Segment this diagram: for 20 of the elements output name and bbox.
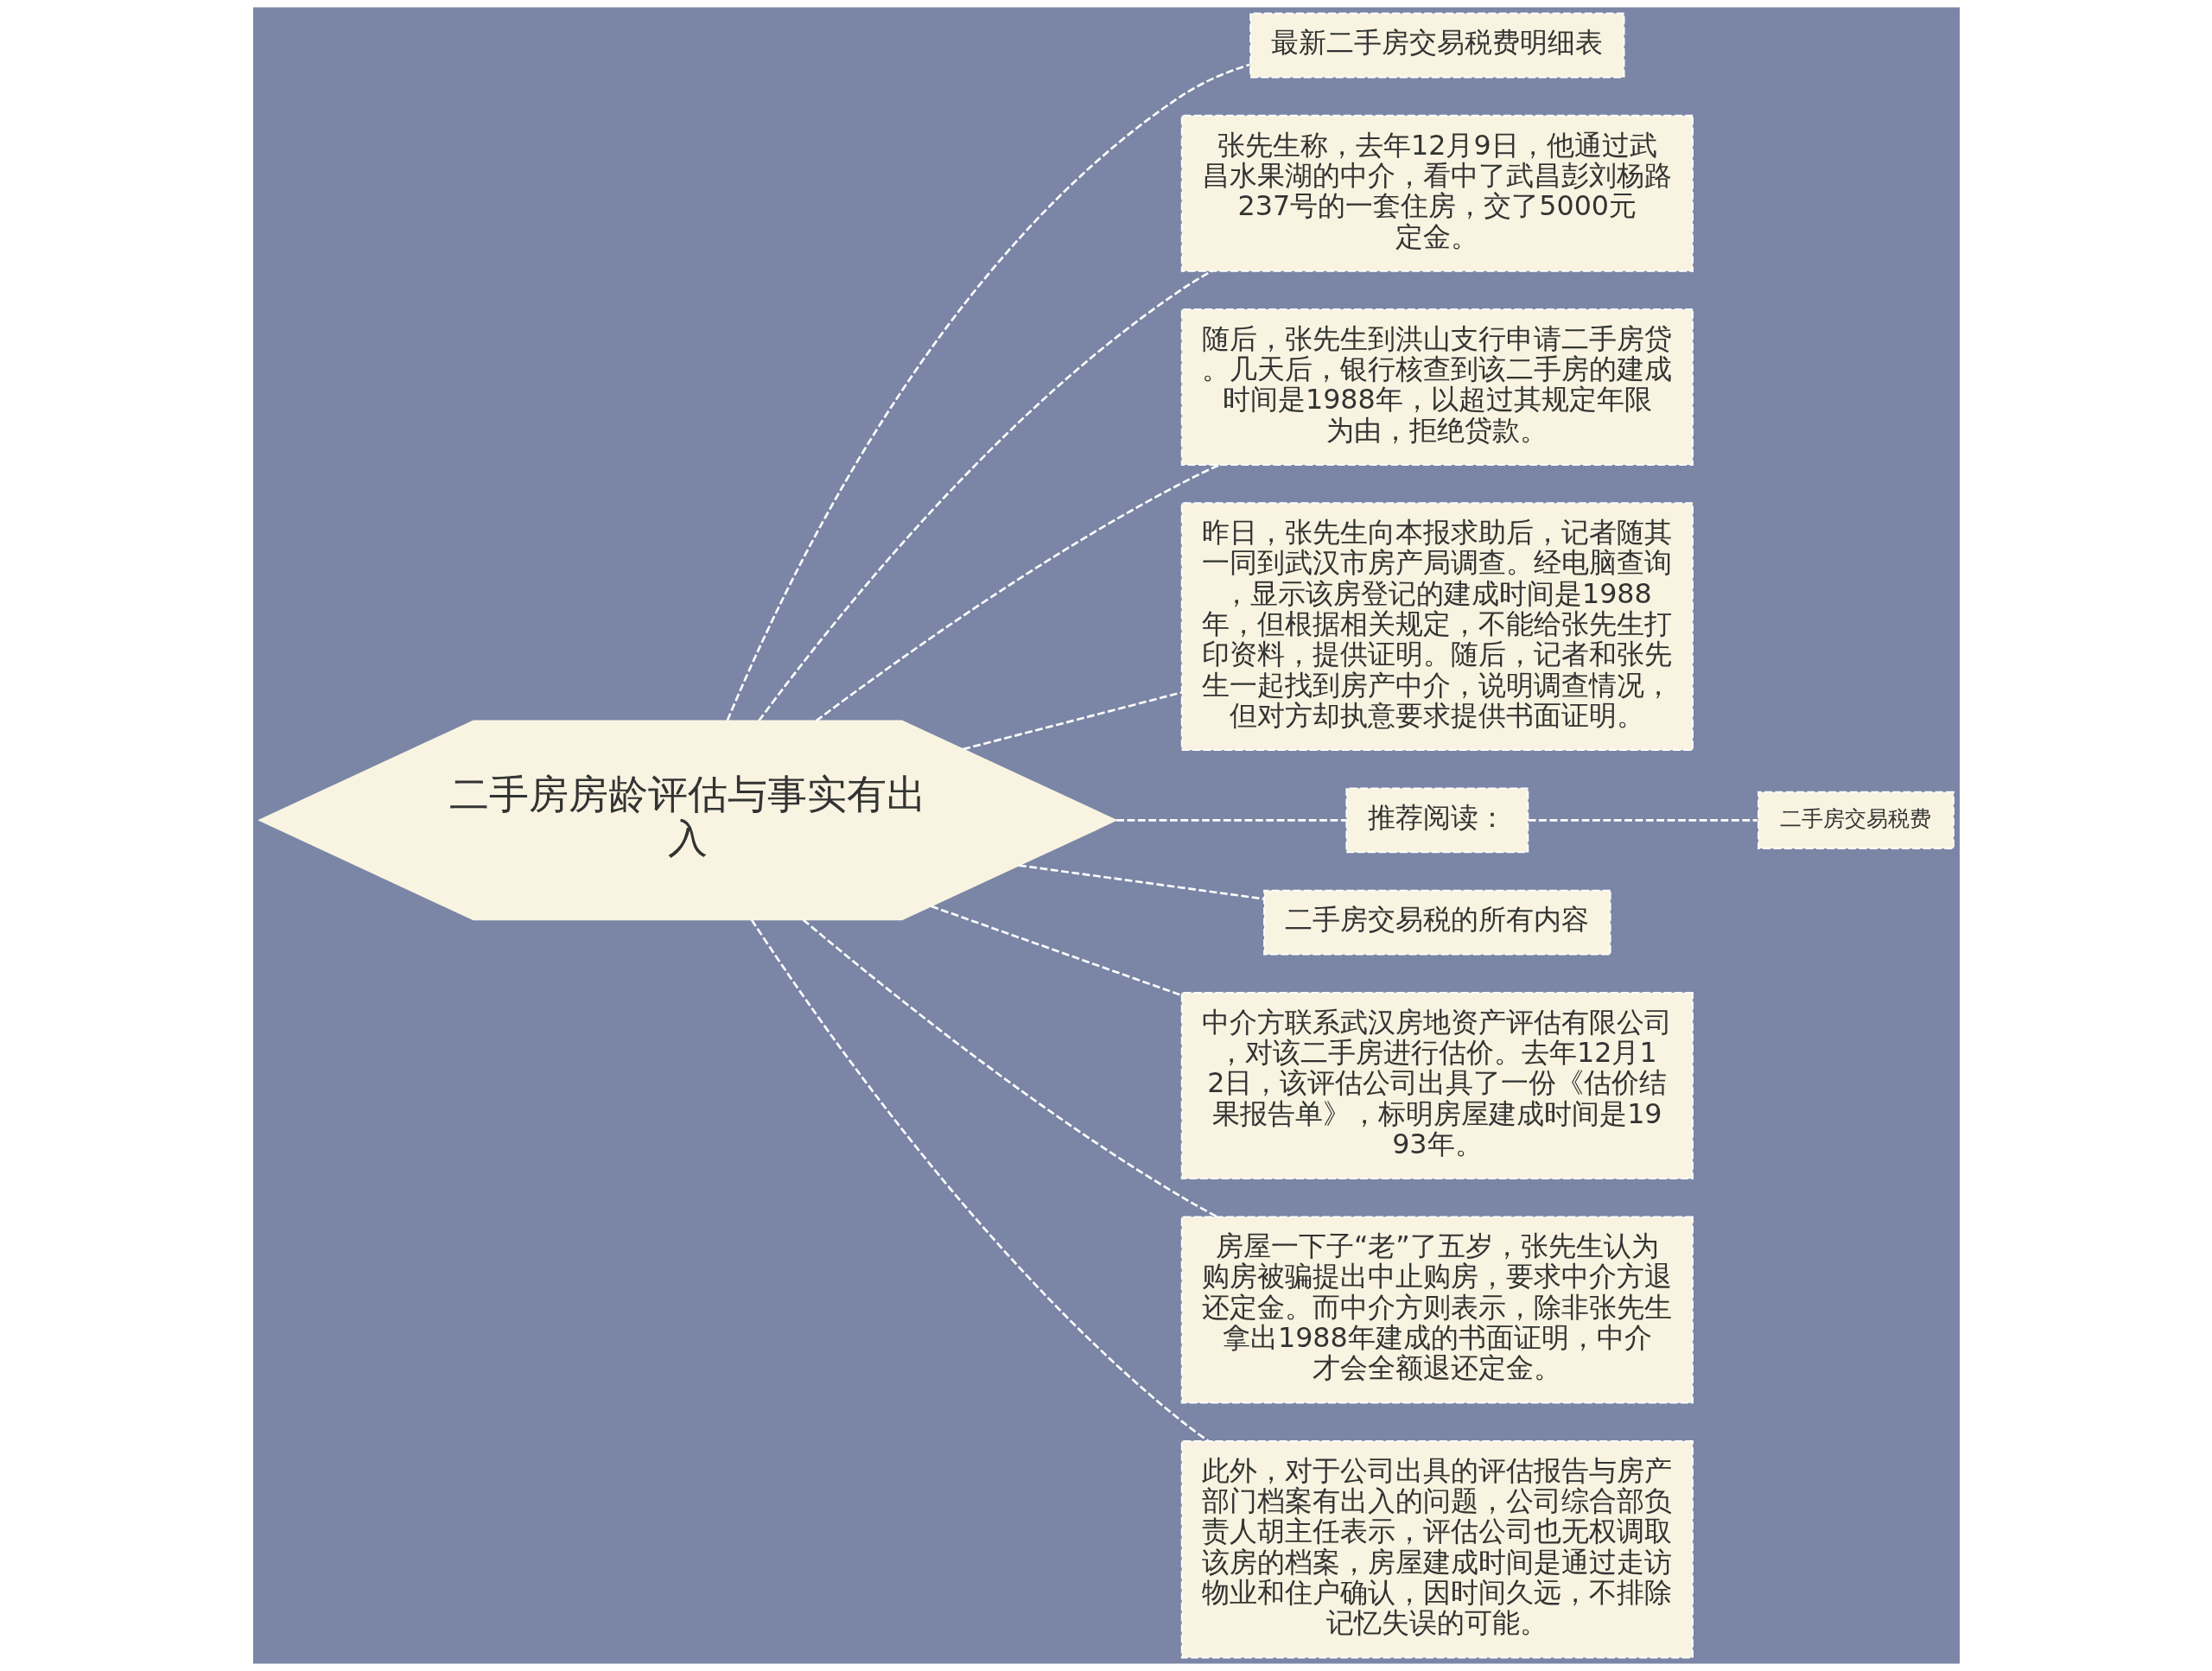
node-box: 房屋一下子“老”了五岁，张先生认为购房被骗提出中止购房，要求中介方退还定金。而中介方则表示，除非张先生拿出1988年建成的书面证明，中介才会全额退还定金。: [1180, 1216, 1694, 1404]
node-box: 中介方联系武汉房地资产评估有限公司，对该二手房进行估价。去年12月12日，该评估公司出具了一份《估价结果报告单》，标明房屋建成时间是1993年。: [1180, 991, 1694, 1180]
node-box: 二手房交易税的所有内容: [1262, 889, 1611, 956]
node-box: 张先生称，去年12月9日，他通过武昌水果湖的中介，看中了武昌彭刘杨路237号的一套住房，交了5000元定金。: [1180, 114, 1694, 272]
node-box: 随后，张先生到洪山支行申请二手房贷。几天后，银行核查到该二手房的建成时间是1988年，以超过其规定年限为由，拒绝贷款。: [1180, 308, 1694, 466]
node-box: 最新二手房交易税费明细表: [1249, 12, 1624, 79]
connector: [750, 919, 1209, 1442]
connector: [1018, 864, 1264, 900]
connector: [930, 905, 1182, 997]
connector: [1116, 819, 1346, 822]
connector: [1528, 819, 1758, 822]
connector: [815, 464, 1219, 722]
connector: [726, 63, 1250, 721]
connector: [757, 270, 1212, 721]
node-box: 二手房交易税费: [1757, 791, 1955, 849]
node-box: 昨日，张先生向本报求助后，记者随其一同到武汉市房产局调查。经电脑查询，显示该房登记的建成时间是1988年，但根据相关规定，不能给张先生打印资料，提供证明。随后，记者和张先生一起找到房产中介，说明调查情况，但对方却执意要求提供书面证明。: [1180, 502, 1694, 752]
connector: [962, 691, 1181, 751]
node-box: 此外，对于公司出具的评估报告与房产部门档案有出入的问题，公司综合部负责人胡主任表示，评估公司也无权调取该房的档案，房屋建成时间是通过走访物业和住户确认，因时间久远，不排除记忆失误的可能。: [1180, 1439, 1694, 1659]
node-box: 推荐阅读：: [1344, 787, 1529, 854]
connector: [802, 918, 1217, 1218]
